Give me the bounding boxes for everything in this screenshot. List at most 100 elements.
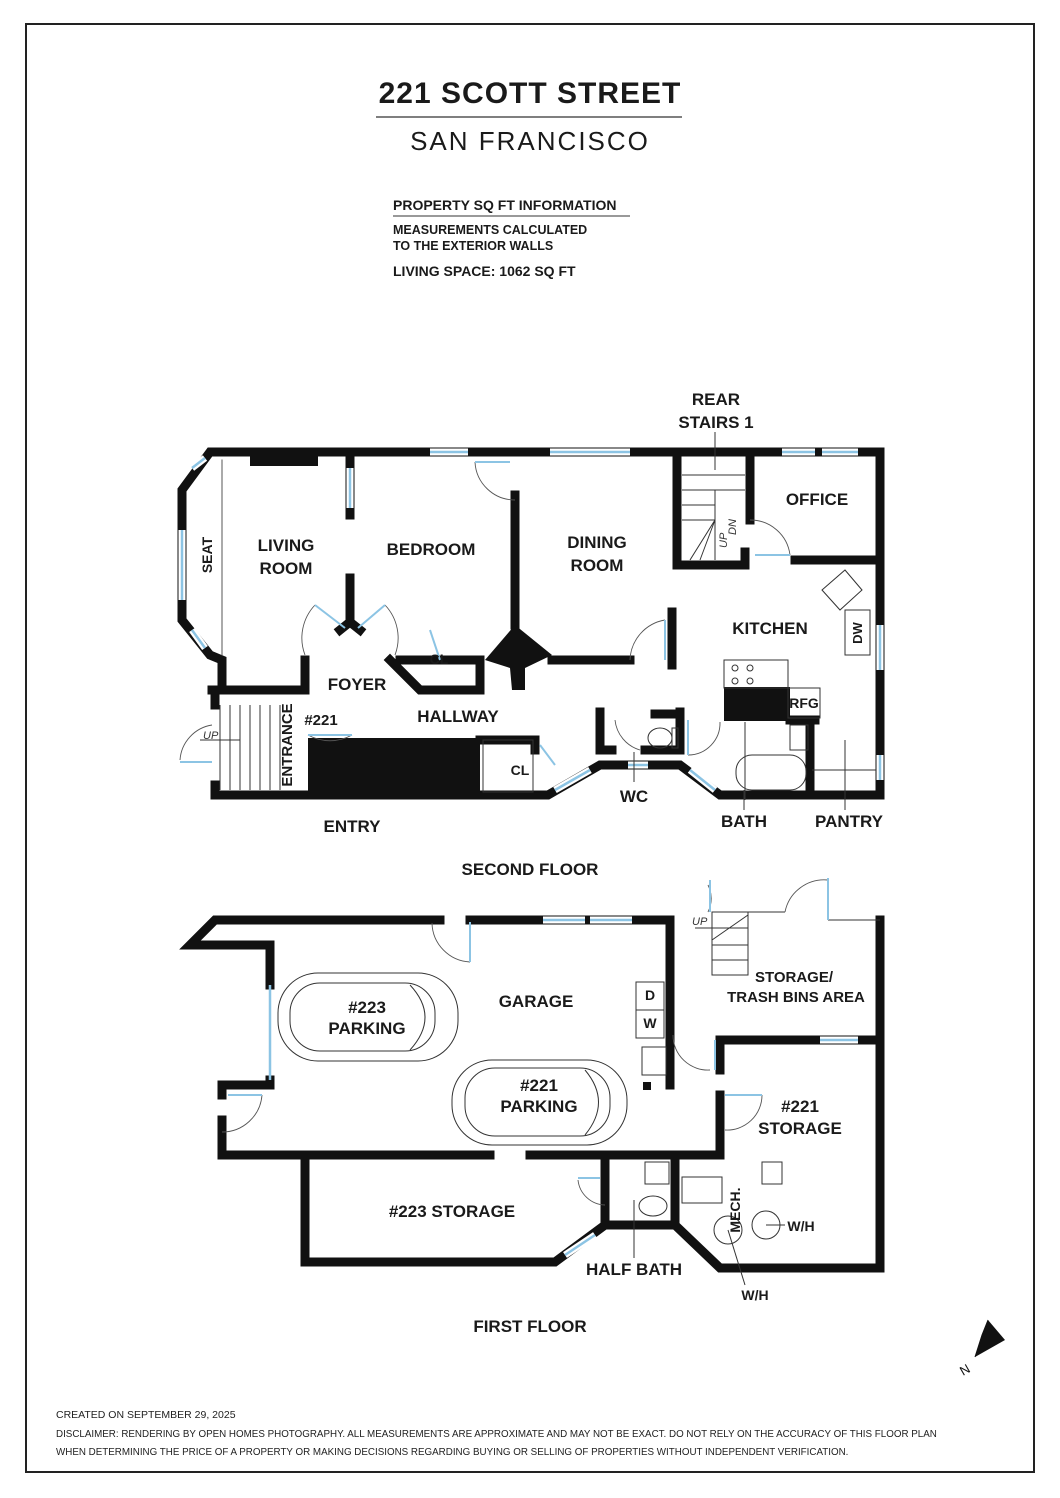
label-hallway: HALLWAY	[417, 707, 499, 726]
label-mech: MECH.	[727, 1187, 743, 1232]
label-bedroom: BEDROOM	[387, 540, 476, 559]
label-entry: ENTRY	[324, 817, 382, 836]
label-refrigerator: RFG	[789, 695, 819, 711]
second-floor-title: SECOND FLOOR	[462, 860, 599, 879]
label-storage-221: #221	[781, 1097, 819, 1116]
label-living-2: ROOM	[260, 559, 313, 578]
label-bath: BATH	[721, 812, 767, 831]
bathtub	[735, 754, 807, 791]
label-up: UP	[203, 730, 219, 742]
label-parking-223-2: PARKING	[328, 1019, 405, 1038]
closet-wall	[383, 653, 485, 695]
label-stairs-dn: DN	[727, 519, 739, 535]
garage-stairs	[695, 911, 749, 976]
label-living: LIVING	[258, 536, 315, 555]
label-seat: SEAT	[199, 536, 215, 573]
wall	[715, 1035, 885, 1075]
wall	[210, 780, 310, 800]
wall	[600, 1220, 885, 1273]
wall	[595, 707, 617, 755]
car-223	[277, 972, 459, 1062]
stair-wall	[672, 451, 750, 570]
first-floor-plan: GARAGE #223 PARKING #221 PARKING D W STO…	[179, 878, 885, 1336]
label-storage-trash-2: TRASH BINS AREA	[727, 989, 865, 1006]
label-storage-221-2: STORAGE	[758, 1119, 842, 1138]
washer	[635, 1009, 665, 1039]
closet	[482, 739, 534, 793]
created-date: CREATED ON SEPTEMBER 29, 2025	[56, 1409, 236, 1421]
compass-label: N	[957, 1361, 973, 1379]
half-bath-sink	[644, 1161, 670, 1185]
rear-stairs	[682, 432, 745, 561]
car-221	[451, 1059, 628, 1146]
disclaimer-line1: DISCLAIMER: RENDERING BY OPEN HOMES PHOT…	[56, 1429, 937, 1440]
refrigerator	[787, 687, 821, 719]
fixtures	[633, 981, 785, 1286]
north-arrow-icon: N	[957, 1319, 1005, 1379]
label-foyer: FOYER	[328, 675, 387, 694]
label-up: UP	[692, 916, 708, 928]
label-water-heater-2: W/H	[741, 1287, 768, 1303]
wall	[343, 615, 367, 637]
toilet	[647, 727, 673, 749]
label-washer: W	[643, 1015, 657, 1031]
label-parking-221: #221	[520, 1076, 558, 1095]
label-unit-221: #221	[304, 712, 337, 729]
windows	[268, 916, 858, 1258]
label-storage-trash: STORAGE/	[755, 969, 834, 986]
half-bath-toilet	[638, 1195, 668, 1217]
label-garage: GARAGE	[499, 992, 574, 1011]
label-rear-stairs-2: STAIRS 1	[678, 413, 753, 432]
water-heater-1	[713, 1215, 743, 1245]
label-stairs-up: UP	[718, 532, 730, 548]
label-dryer: D	[645, 987, 655, 1003]
wall	[207, 655, 310, 695]
label-closet: CL	[430, 651, 449, 667]
first-floor-title: FIRST FLOOR	[473, 1317, 586, 1336]
label-rear-stairs: REAR	[692, 390, 740, 409]
second-floor-plan: REAR STAIRS 1 OFFICE LIVING ROOM BEDROOM…	[177, 390, 885, 879]
living-space: LIVING SPACE: 1062 SQ FT	[393, 263, 576, 279]
label-dishwasher: DW	[850, 621, 865, 643]
entrance-stairs	[200, 705, 281, 790]
doors	[221, 878, 829, 1206]
utility-sink	[641, 1046, 667, 1076]
page-subtitle: SAN FRANCISCO	[410, 126, 650, 156]
chimney	[485, 625, 552, 690]
counter	[724, 687, 790, 721]
stair-mass	[308, 738, 480, 795]
bath-sink	[789, 724, 809, 751]
wall	[177, 447, 885, 695]
label-parking-223: #223	[348, 998, 386, 1017]
stove	[723, 659, 789, 689]
kitchen-sink	[821, 569, 863, 611]
page-border	[25, 23, 1035, 1473]
wall	[179, 915, 445, 990]
label-wc: WC	[620, 787, 648, 806]
wall	[217, 1115, 495, 1160]
fixtures	[250, 456, 876, 800]
label-pantry: PANTRY	[815, 812, 884, 831]
info-line1: MEASUREMENTS CALCULATED	[393, 223, 587, 237]
mech-unit	[681, 1176, 723, 1204]
page-title: 221 SCOTT STREET	[379, 77, 682, 110]
label-office: OFFICE	[786, 490, 848, 509]
wall	[300, 1150, 610, 1267]
wall	[465, 915, 675, 1090]
fireplace	[250, 456, 318, 466]
label-dining-2: ROOM	[571, 556, 624, 575]
wall	[475, 735, 540, 755]
label-water-heater: W/H	[787, 1218, 814, 1234]
windows	[178, 448, 884, 794]
label-half-bath: HALF BATH	[586, 1260, 682, 1279]
doors	[179, 461, 791, 766]
label-entrance: ENTRANCE	[279, 703, 296, 786]
label-kitchen: KITCHEN	[732, 619, 808, 638]
disclaimer-line2: WHEN DETERMINING THE PRICE OF A PROPERTY…	[56, 1447, 848, 1458]
wall	[525, 1090, 725, 1160]
label-dining: DINING	[567, 533, 627, 552]
wall	[640, 707, 685, 755]
mech-box	[761, 1161, 783, 1185]
label-storage-223: #223 STORAGE	[389, 1202, 515, 1221]
